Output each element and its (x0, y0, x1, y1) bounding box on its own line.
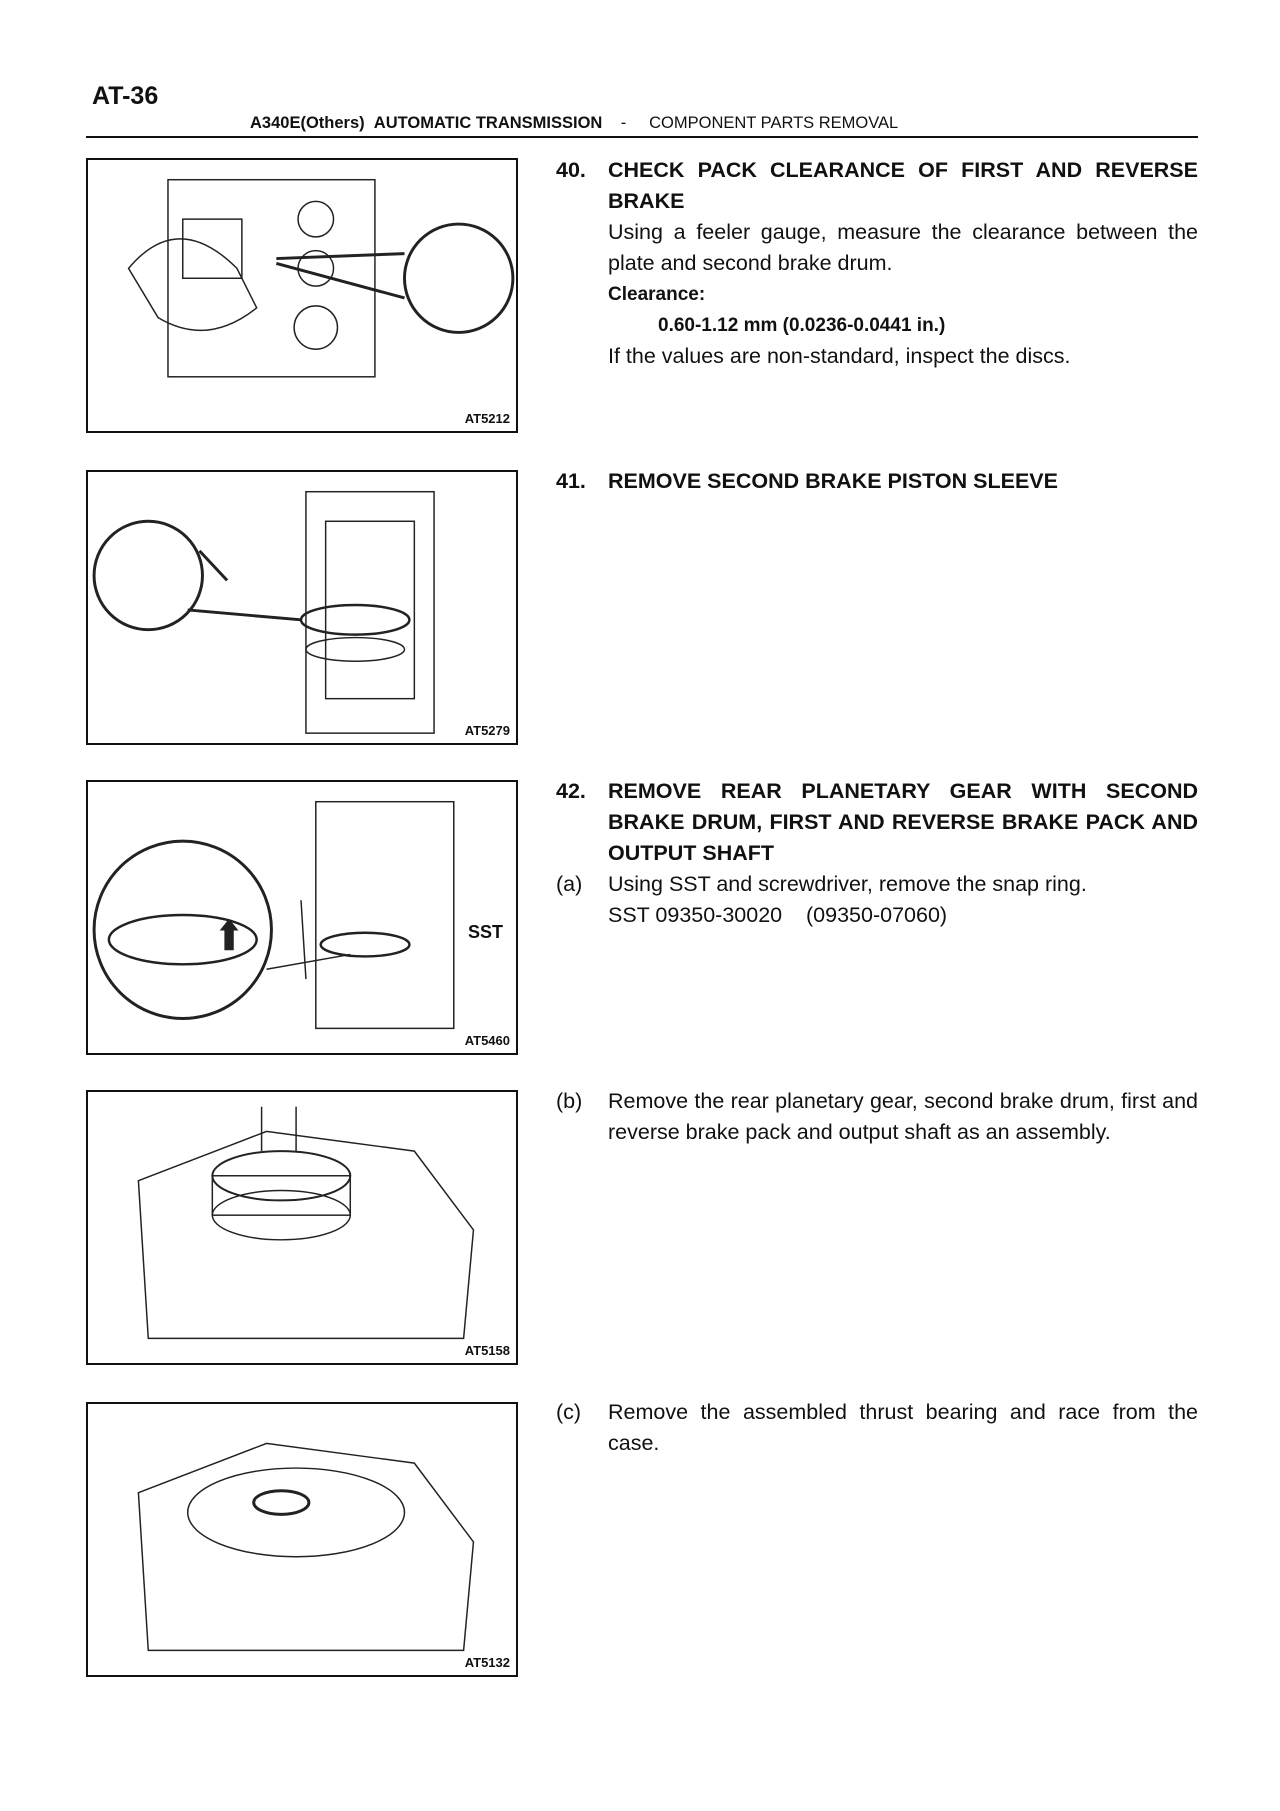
illustration-thrust-bearing (137, 1442, 475, 1652)
step-title: REMOVE REAR PLANETARY GEAR WITH SECOND B… (608, 779, 1198, 865)
sst-number: SST 09350-30020 (09350-07060) (608, 903, 948, 927)
header-separator: - (620, 114, 627, 132)
figure-id: AT5212 (464, 411, 510, 426)
spec-label: Clearance: (608, 284, 706, 305)
substep-label: (c) (556, 1400, 582, 1424)
spec-value: 0.60-1.12 mm (0.0236-0.0441 in.) (658, 315, 946, 336)
figure-id: AT5132 (464, 1655, 510, 1670)
illustration-snap-ring (92, 800, 455, 1030)
sst-callout: SST (468, 922, 504, 942)
figure-id: AT5158 (464, 1343, 510, 1358)
figure-id: AT5460 (464, 1033, 510, 1048)
figure-snap-ring: SST AT5460 (86, 780, 518, 1055)
substep-b: (b) Remove the rear planetary gear, seco… (556, 1086, 1198, 1148)
header-rule (86, 136, 1198, 138)
step-40: 40. CHECK PACK CLEARANCE OF FIRST AND RE… (556, 155, 1198, 372)
substep-c: (c) Remove the assembled thrust bearing … (556, 1397, 1198, 1459)
substep-a: (a) Using SST and screwdriver, remove th… (556, 869, 1198, 931)
step-number: 42. (556, 779, 586, 803)
figure-planetary-assembly: AT5158 (86, 1090, 518, 1365)
page-number: AT-36 (92, 82, 159, 110)
figure-thrust-bearing: AT5132 (86, 1402, 518, 1677)
substep-text: Using SST and screwdriver, remove the sn… (608, 872, 1087, 896)
substep-label: (b) (556, 1089, 583, 1113)
figure-feeler-gauge: AT5212 (86, 158, 518, 433)
header-title: AUTOMATIC TRANSMISSION (373, 114, 603, 132)
step-41: 41. REMOVE SECOND BRAKE PISTON SLEEVE (556, 466, 1198, 497)
step-title: REMOVE SECOND BRAKE PISTON SLEEVE (608, 469, 1058, 493)
step-number: 40. (556, 158, 586, 182)
illustration-planetary-assembly (137, 1106, 475, 1340)
header-section: COMPONENT PARTS REMOVAL (649, 114, 899, 132)
substep-text: Remove the assembled thrust bearing and … (608, 1400, 1198, 1455)
figure-piston-sleeve: AT5279 (86, 470, 518, 745)
step-42: 42. REMOVE REAR PLANETARY GEAR WITH SECO… (556, 776, 1198, 931)
substep-label: (a) (556, 872, 583, 896)
figure-id: AT5279 (464, 723, 510, 738)
step-title: CHECK PACK CLEARANCE OF FIRST AND REVERS… (608, 158, 1198, 213)
illustration-feeler-gauge (127, 178, 515, 378)
step-text: Using a feeler gauge, measure the cleara… (608, 220, 1198, 275)
step-note: If the values are non-standard, inspect … (608, 344, 1071, 368)
substep-text: Remove the rear planetary gear, second b… (608, 1089, 1198, 1144)
header-model: A340E(Others) (250, 114, 365, 132)
running-header: A340E(Others) AUTOMATIC TRANSMISSION - C… (250, 114, 898, 133)
step-number: 41. (556, 469, 586, 493)
illustration-piston-sleeve (92, 490, 435, 734)
